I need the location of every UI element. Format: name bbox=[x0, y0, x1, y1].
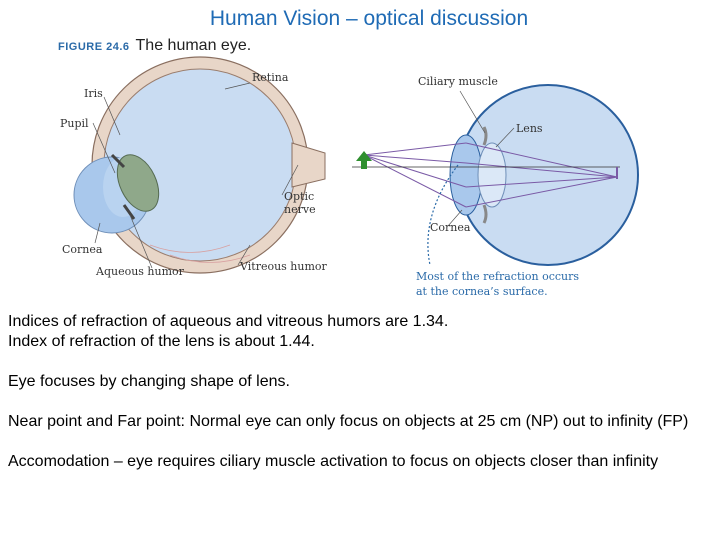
pupil-label: Pupil bbox=[60, 117, 89, 130]
near-far-point-paragraph: Near point and Far point: Normal eye can… bbox=[8, 413, 689, 430]
right-lens-shape bbox=[477, 142, 507, 208]
ciliary-muscle-shape bbox=[482, 126, 488, 224]
iris-shape bbox=[110, 153, 136, 220]
lens-label: Lens bbox=[516, 122, 543, 135]
right-cornea-shape bbox=[449, 134, 483, 216]
right-leader-lines bbox=[447, 90, 515, 227]
lens-shape bbox=[116, 154, 160, 212]
retina-label: Retina bbox=[252, 71, 289, 84]
optic-label-2: nerve bbox=[284, 203, 316, 216]
light-rays bbox=[363, 142, 618, 208]
aqueous-label: Aqueous humor bbox=[95, 265, 185, 278]
body-text: Indices of refraction of aqueous and vit… bbox=[8, 312, 708, 472]
cornea-right-label: Cornea bbox=[430, 221, 471, 234]
figure-caption: FIGURE 24.6 The human eye. bbox=[58, 37, 251, 55]
refraction-index-line-1: Indices of refraction of aqueous and vit… bbox=[8, 313, 449, 330]
object-arrow-icon bbox=[356, 151, 372, 169]
left-leader-lines bbox=[92, 82, 299, 269]
note-leader bbox=[427, 164, 459, 266]
optic-nerve-shape bbox=[291, 142, 326, 188]
focus-paragraph: Eye focuses by changing shape of lens. bbox=[8, 373, 290, 390]
figure-title: The human eye. bbox=[135, 37, 252, 54]
vitreous-label: Vitreous humor bbox=[239, 260, 328, 273]
refraction-index-line-2: Index of refraction of the lens is about… bbox=[8, 333, 315, 350]
refraction-note-2: at the cornea’s surface. bbox=[416, 285, 548, 298]
eye-figure: Retina Iris Pupil Optic nerve Cornea Aqu… bbox=[60, 56, 639, 298]
ciliary-label: Ciliary muscle bbox=[418, 75, 498, 88]
left-eye-diagram: Retina Iris Pupil Optic nerve Cornea Aqu… bbox=[60, 56, 328, 278]
accommodation-paragraph: Accomodation – eye requires ciliary musc… bbox=[8, 453, 659, 470]
iris-label: Iris bbox=[84, 87, 103, 100]
figure-number: FIGURE 24.6 bbox=[58, 41, 130, 53]
cornea-left-label: Cornea bbox=[62, 243, 103, 256]
slide-title: Human Vision – optical discussion bbox=[209, 7, 529, 30]
refraction-note-1: Most of the refraction occurs bbox=[416, 270, 579, 283]
right-eye-diagram: Ciliary muscle Lens Cornea Most of the r… bbox=[352, 75, 639, 298]
optic-label-1: Optic bbox=[284, 190, 314, 203]
